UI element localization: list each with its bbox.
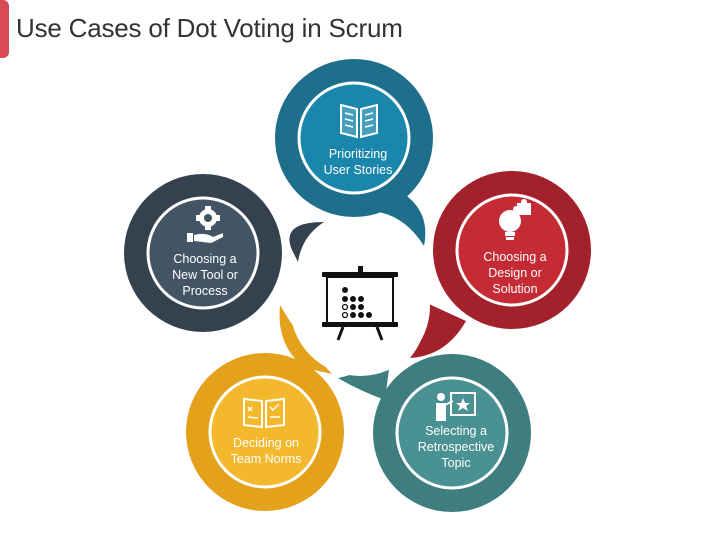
title-accent-bar <box>0 0 9 58</box>
label-line: Choosing a <box>483 250 547 264</box>
lightbulb-puzzle-icon <box>499 199 531 240</box>
node-retrospective <box>373 354 531 512</box>
node-norms <box>186 353 344 511</box>
gear-hand-icon <box>187 206 223 243</box>
label-tool: Choosing a New Tool or Process <box>145 251 265 299</box>
label-line: Choosing a <box>173 252 237 266</box>
presenter-board-icon <box>436 392 476 421</box>
label-line: Deciding on <box>232 436 299 450</box>
node-prioritizing <box>275 59 433 217</box>
label-line: Prioritizing <box>328 147 388 161</box>
open-book-icon <box>340 103 378 139</box>
label-norms: Deciding on Team Norms <box>206 435 326 467</box>
label-line: Team Norms <box>230 452 302 466</box>
label-line: Selecting a <box>425 424 487 438</box>
dot-voting-board-icon <box>290 236 430 376</box>
label-line: Retrospective <box>417 440 495 454</box>
label-line: Topic <box>441 456 471 470</box>
norms-tail <box>279 305 332 374</box>
label-line: Solution <box>492 282 538 296</box>
node-design <box>433 171 591 329</box>
label-retrospective: Selecting a Retrospective Topic <box>396 423 516 471</box>
node-tool <box>124 174 282 332</box>
checklist-book-icon <box>243 397 285 429</box>
tool-tail <box>289 222 324 262</box>
label-line: User Stories <box>323 163 393 177</box>
label-line: Design or <box>488 266 542 280</box>
label-line: New Tool or <box>172 268 238 282</box>
design-tail <box>410 300 466 358</box>
label-line: Process <box>182 284 228 298</box>
label-prioritizing: Prioritizing User Stories <box>298 146 418 178</box>
label-design: Choosing a Design or Solution <box>455 249 575 297</box>
page-title: Use Cases of Dot Voting in Scrum <box>16 13 403 43</box>
